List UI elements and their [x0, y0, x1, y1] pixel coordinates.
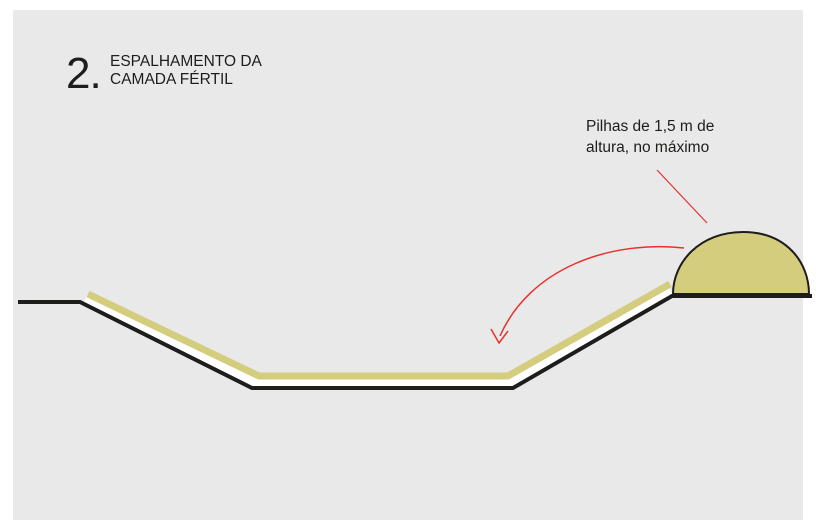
spreading-arrow — [499, 245, 685, 337]
annotation-leader-line — [656, 169, 708, 224]
soil-stockpile — [671, 230, 811, 295]
spreading-arrowhead — [490, 328, 509, 345]
pile-height-note-line-2: altura, no máximo — [586, 139, 710, 156]
step-title-line-2: CAMADA FÉRTIL — [110, 71, 233, 88]
step-title: ESPALHAMENTO DA CAMADA FÉRTIL — [110, 53, 370, 89]
fertile-soil-layer — [86, 280, 672, 380]
step-number: 2. — [66, 49, 102, 98]
diagram-background — [13, 10, 803, 520]
layer-gap — [83, 285, 673, 387]
pile-height-note: Pilhas de 1,5 m de altura, no máximo — [586, 116, 786, 158]
step-title-line-1: ESPALHAMENTO DA — [110, 53, 262, 70]
ground-profile-line — [18, 294, 812, 390]
pile-height-note-line-1: Pilhas de 1,5 m de — [586, 118, 715, 135]
